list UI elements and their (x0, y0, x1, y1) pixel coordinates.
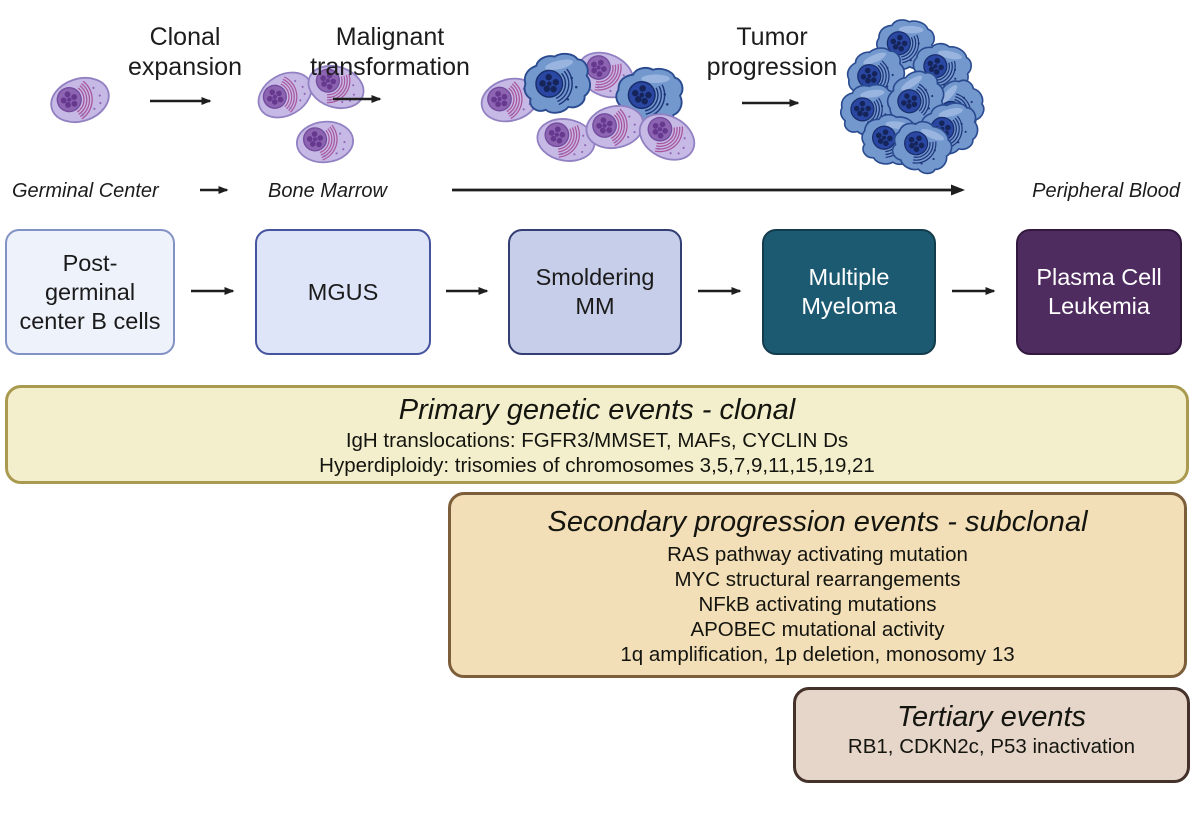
tertiary-events-title: Tertiary events (896, 701, 1087, 733)
tertiary-events-line: RB1, CDKN2c, P53 inactivation (847, 735, 1136, 758)
primary-events-line: Hyperdiploidy: trisomies of chromosomes … (319, 453, 875, 477)
clonal-expansion-label: Clonal expansion (128, 23, 242, 81)
stage-label: Smoldering MM (535, 264, 655, 319)
secondary-events-line: NFkB activating mutations (698, 593, 937, 616)
secondary-events-line: 1q amplification, 1p deletion, monosomy … (620, 643, 1015, 666)
stage-box-mgus: MGUS (255, 229, 431, 355)
malignant-transformation-label: Malignant transformation (310, 23, 470, 81)
secondary-events-line: APOBEC mutational activity (690, 618, 945, 641)
stage-label: Plasma Cell Leukemia (1036, 264, 1162, 319)
primary-events-line: IgH translocations: FGFR3/MMSET, MAFs, C… (345, 429, 849, 452)
stage-label: Post-germinal center B cells (19, 249, 161, 334)
stage-box-post-germinal-b-cells: Post-germinal center B cells (5, 229, 175, 355)
stage-box-multiple-myeloma: Multiple Myeloma (762, 229, 936, 355)
stage-box-smoldering-mm: Smoldering MM (508, 229, 682, 355)
primary-genetic-events-box: Primary genetic events - clonal IgH tran… (5, 385, 1189, 484)
primary-events-title: Primary genetic events - clonal (398, 394, 796, 426)
malignant-cell-cluster-icon (839, 14, 995, 184)
peripheral-blood-label: Peripheral Blood (1032, 180, 1180, 202)
stage-label: MGUS (307, 278, 379, 305)
mixed-plasma-and-malignant-cells-icon (475, 43, 704, 170)
bone-marrow-label: Bone Marrow (268, 180, 387, 202)
germinal-center-label: Germinal Center (12, 180, 159, 202)
secondary-events-title: Secondary progression events - subclonal (547, 506, 1088, 538)
tertiary-events-box: Tertiary events RB1, CDKN2c, P53 inactiv… (793, 687, 1190, 783)
tumor-progression-label: Tumor progression (706, 23, 838, 81)
secondary-events-line: RAS pathway activating mutation (667, 543, 968, 566)
stage-label: Multiple Myeloma (801, 264, 897, 319)
secondary-events-line: MYC structural rearrangements (674, 568, 961, 591)
stage-box-plasma-cell-leukemia: Plasma Cell Leukemia (1016, 229, 1182, 355)
secondary-progression-events-box: Secondary progression events - subclonal… (448, 492, 1187, 678)
